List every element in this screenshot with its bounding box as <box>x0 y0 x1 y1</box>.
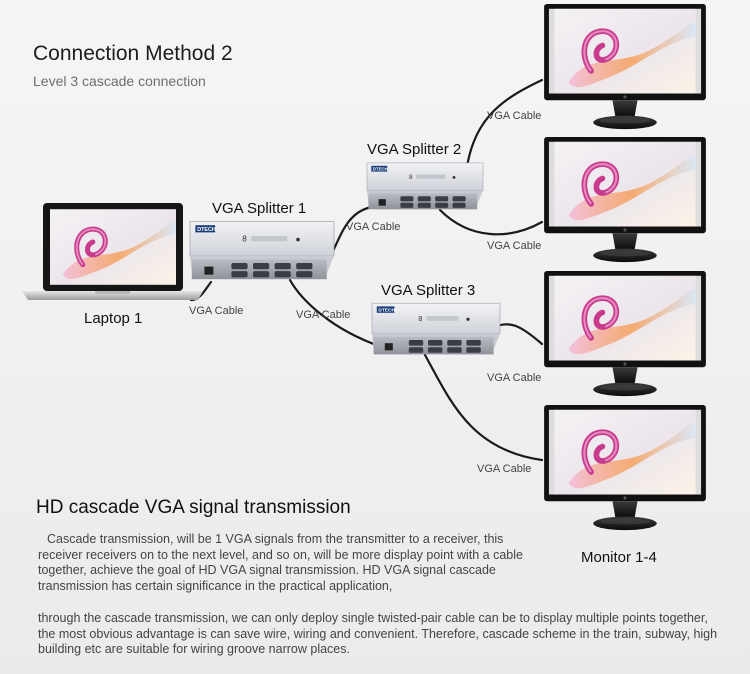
monitor-3 <box>544 271 706 396</box>
cable-label-s3-m4: VGA Cable <box>477 463 532 475</box>
cable-label-s1-s3: VGA Cable <box>296 309 351 321</box>
cable-splitter3-to-monitor4 <box>423 353 544 462</box>
monitor-1 <box>544 4 706 129</box>
description-paragraph-2: through the cascade transmission, we can… <box>38 611 718 657</box>
cable-label-laptop-s1: VGA Cable <box>189 305 244 317</box>
cable-label-s2-m2: VGA Cable <box>487 240 542 252</box>
monitors-label: Monitor 1-4 <box>581 549 657 566</box>
splitter-1 <box>189 221 335 280</box>
splitter-2 <box>366 162 484 210</box>
monitor-2 <box>544 137 706 262</box>
monitor-4 <box>544 405 706 530</box>
cable-label-s1-s2: VGA Cable <box>346 221 401 233</box>
cable-label-s2-m1: VGA Cable <box>487 110 542 122</box>
laptop-label: Laptop 1 <box>84 310 143 327</box>
cable-splitter2-to-monitor2 <box>438 208 544 236</box>
splitter1-label: VGA Splitter 1 <box>212 200 307 217</box>
page-title: Connection Method 2 <box>33 42 233 65</box>
cable-label-s3-m3: VGA Cable <box>487 372 542 384</box>
splitter3-label: VGA Splitter 3 <box>381 282 476 299</box>
description-paragraph-1: Cascade transmission, will be 1 VGA sign… <box>38 532 523 594</box>
section-heading: HD cascade VGA signal transmission <box>36 497 351 518</box>
splitter-3 <box>371 302 501 355</box>
splitter2-label: VGA Splitter 2 <box>367 141 462 158</box>
laptop <box>22 203 203 300</box>
cable-splitter1-to-splitter3 <box>288 278 387 350</box>
page-subtitle: Level 3 cascade connection <box>33 73 206 89</box>
